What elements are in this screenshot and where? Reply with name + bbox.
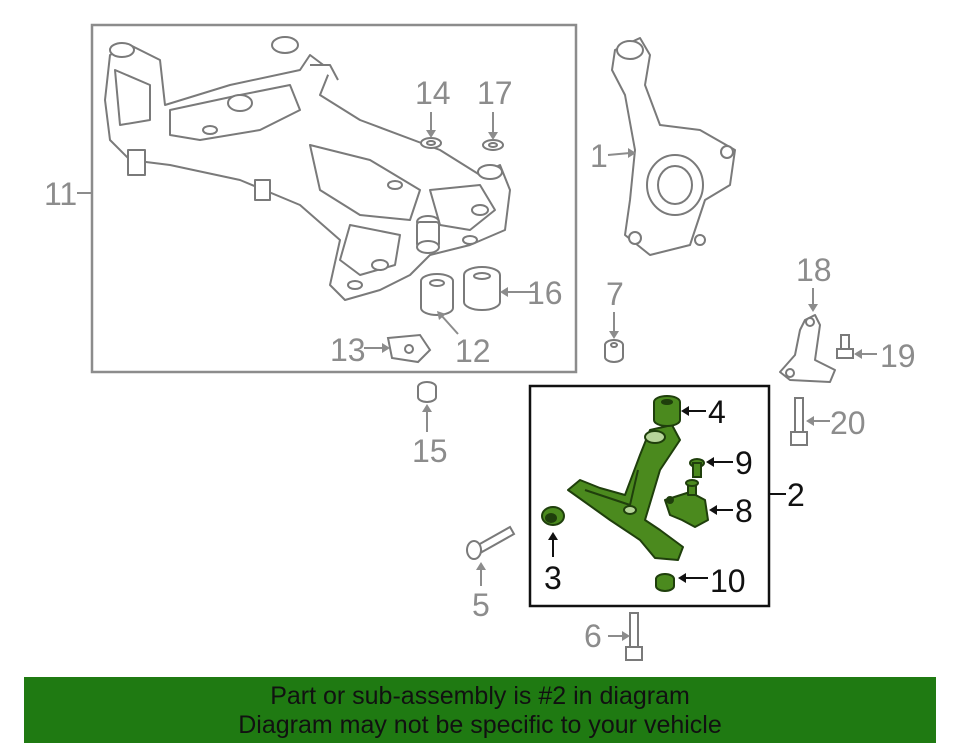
nut-part-15[interactable] xyxy=(417,381,437,403)
bushing-part-3[interactable] xyxy=(541,506,565,526)
callout-14: 14 xyxy=(415,75,451,111)
callout-19: 19 xyxy=(880,338,916,374)
callout-3: 3 xyxy=(544,560,562,596)
bracket-part-13[interactable] xyxy=(386,333,432,364)
callout-9: 9 xyxy=(735,445,753,481)
bushing-part-4[interactable] xyxy=(653,395,681,427)
control-arm-group-box xyxy=(528,384,771,608)
bushing-part-12[interactable] xyxy=(420,273,454,316)
nut-part-10[interactable] xyxy=(655,573,675,592)
washer-part-14[interactable] xyxy=(420,137,442,149)
callout-5: 5 xyxy=(472,587,490,623)
bolt-part-20[interactable] xyxy=(790,397,808,446)
bracket-part-18[interactable] xyxy=(779,314,836,383)
callout-20: 20 xyxy=(830,405,866,441)
callout-4: 4 xyxy=(708,394,726,430)
callout-8: 8 xyxy=(735,493,753,529)
notice-line-1: Part or sub-assembly is #2 in diagram xyxy=(270,682,690,710)
leader-lines-dark xyxy=(548,406,786,583)
steering-knuckle-part-1[interactable] xyxy=(611,37,736,256)
bushing-part-16[interactable] xyxy=(463,266,501,311)
subframe-part[interactable] xyxy=(104,36,511,301)
ball-joint-part-8[interactable] xyxy=(664,479,709,528)
washer-part-17[interactable] xyxy=(482,139,504,151)
subframe-group-box xyxy=(90,23,578,374)
callout-10: 10 xyxy=(710,563,746,599)
callout-1: 1 xyxy=(590,138,608,174)
bolt-part-19[interactable] xyxy=(836,334,854,359)
callout-7: 7 xyxy=(606,276,624,312)
callout-13: 13 xyxy=(330,332,366,368)
callout-17: 17 xyxy=(477,75,513,111)
bolt-part-9[interactable] xyxy=(689,458,705,478)
callout-16: 16 xyxy=(527,275,563,311)
exploded-parts-diagram: 11 1 14 17 16 12 13 7 15 18 19 20 5 6 2 … xyxy=(44,23,916,661)
bolt-part-6[interactable] xyxy=(625,612,643,661)
callout-12: 12 xyxy=(455,333,491,369)
spacer-part-7[interactable] xyxy=(604,339,624,363)
bolt-part-5[interactable] xyxy=(466,525,516,560)
control-arm-part-2[interactable] xyxy=(567,424,684,561)
leader-lines xyxy=(77,112,877,641)
callout-18: 18 xyxy=(796,252,832,288)
callout-11: 11 xyxy=(44,176,77,212)
callout-2: 2 xyxy=(787,477,805,513)
notice-line-2: Diagram may not be specific to your vehi… xyxy=(238,711,722,739)
notice-banner: Part or sub-assembly is #2 in diagram Di… xyxy=(24,677,936,743)
callout-6: 6 xyxy=(584,618,602,654)
callout-15: 15 xyxy=(412,433,448,469)
